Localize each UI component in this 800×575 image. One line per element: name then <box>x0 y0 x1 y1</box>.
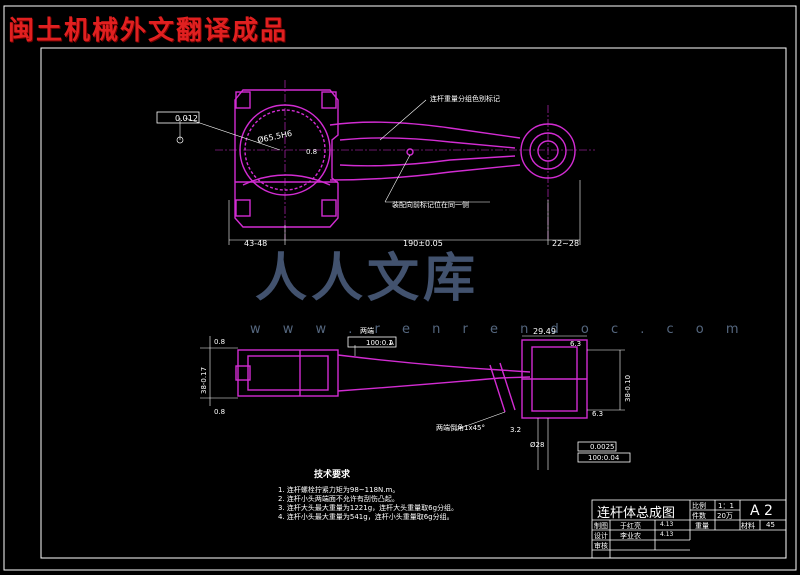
tol-frame-2 <box>577 452 631 463</box>
rough-63a: 6.3 <box>570 340 581 348</box>
weight-label: 重量 <box>695 522 709 530</box>
drawn-date: 4.13 <box>660 521 674 528</box>
runout-tol: 0.012 <box>175 114 198 123</box>
drawn-label: 制图 <box>594 522 608 530</box>
runout-frame <box>156 111 200 124</box>
rough-08a: 0.8 <box>214 338 225 346</box>
tech-line: 4. 连杆小头最大重量为541g，连杆小头重量取6g分组。 <box>278 513 454 521</box>
connecting-rod-side-view <box>235 339 588 419</box>
qty-value: 20万 <box>717 512 733 520</box>
two-ends-label: 两端 <box>360 326 374 335</box>
material-value: 45 <box>766 521 775 529</box>
designed-label: 设计 <box>594 532 608 540</box>
small-bore: Ø28 <box>530 441 544 449</box>
rough-08b: 0.8 <box>214 408 225 416</box>
parallel-tol: 100:0.1 <box>366 339 393 347</box>
tech-line: 2. 连杆小头两端面不允许有刮伤凸起。 <box>278 495 399 503</box>
scale-value: 1：1 <box>718 502 734 510</box>
scale-label: 比例 <box>692 502 706 510</box>
parallel-tol2: 0.0025 <box>590 443 615 451</box>
dim-22-28: 22~28 <box>552 239 579 248</box>
tech-title: 技术要求 <box>314 470 351 480</box>
chamfer-note: 两端倒角1x45° <box>436 423 485 432</box>
dim-29: 29.49 <box>533 327 556 336</box>
dimensions-side <box>200 335 625 470</box>
inner-border <box>40 47 787 559</box>
pairing-mark: 装配向前标记位在同一侧 <box>392 200 469 209</box>
centerlines <box>215 80 595 240</box>
material-label: 材料 <box>741 522 755 530</box>
rough-32: 3.2 <box>510 426 521 434</box>
tech-line: 1. 连杆螺栓拧紧力矩为98~118N.m。 <box>278 486 400 494</box>
qty-label: 件数 <box>692 512 706 520</box>
parallel-tol3: 100:0.04 <box>588 454 620 462</box>
designed-date: 4.13 <box>660 531 674 538</box>
datum-a: A <box>389 339 394 347</box>
tol-frame-1 <box>577 441 617 452</box>
parallel-frame <box>347 336 397 348</box>
designed-name: 李业农 <box>620 532 641 540</box>
banner-title: 闽土机械外文翻译成品 <box>8 16 289 46</box>
bore-roughness: 0.8 <box>306 148 317 156</box>
watermark-text: 人人文库 <box>255 249 480 309</box>
watermark-url: w w w . r e n r e n d o c . c o m <box>250 322 748 337</box>
weight-group-mark: 连杆重量分组色别标记 <box>430 94 500 103</box>
dim-38: 38-0.17 <box>200 367 208 394</box>
sheet-size: A 2 <box>750 503 773 519</box>
datum-symbol <box>176 136 184 144</box>
tech-line: 3. 连杆大头最大重量为1221g，连杆大头重量取6g分组。 <box>278 504 459 512</box>
dim-43-48: 43-48 <box>244 239 267 248</box>
dim-38b: 38-0.10 <box>624 375 632 402</box>
outer-border <box>3 5 797 571</box>
dimensions-front <box>179 99 581 245</box>
dim-190: 190±0.05 <box>403 239 443 248</box>
drawn-name: 于红亮 <box>620 522 641 530</box>
checked-label: 审核 <box>594 542 608 550</box>
drawing-name: 连杆体总成图 <box>597 506 676 521</box>
bore-dia-label: Ø65.5H6 <box>256 128 293 145</box>
rough-63b: 6.3 <box>592 410 603 418</box>
title-block-grid <box>591 499 787 559</box>
